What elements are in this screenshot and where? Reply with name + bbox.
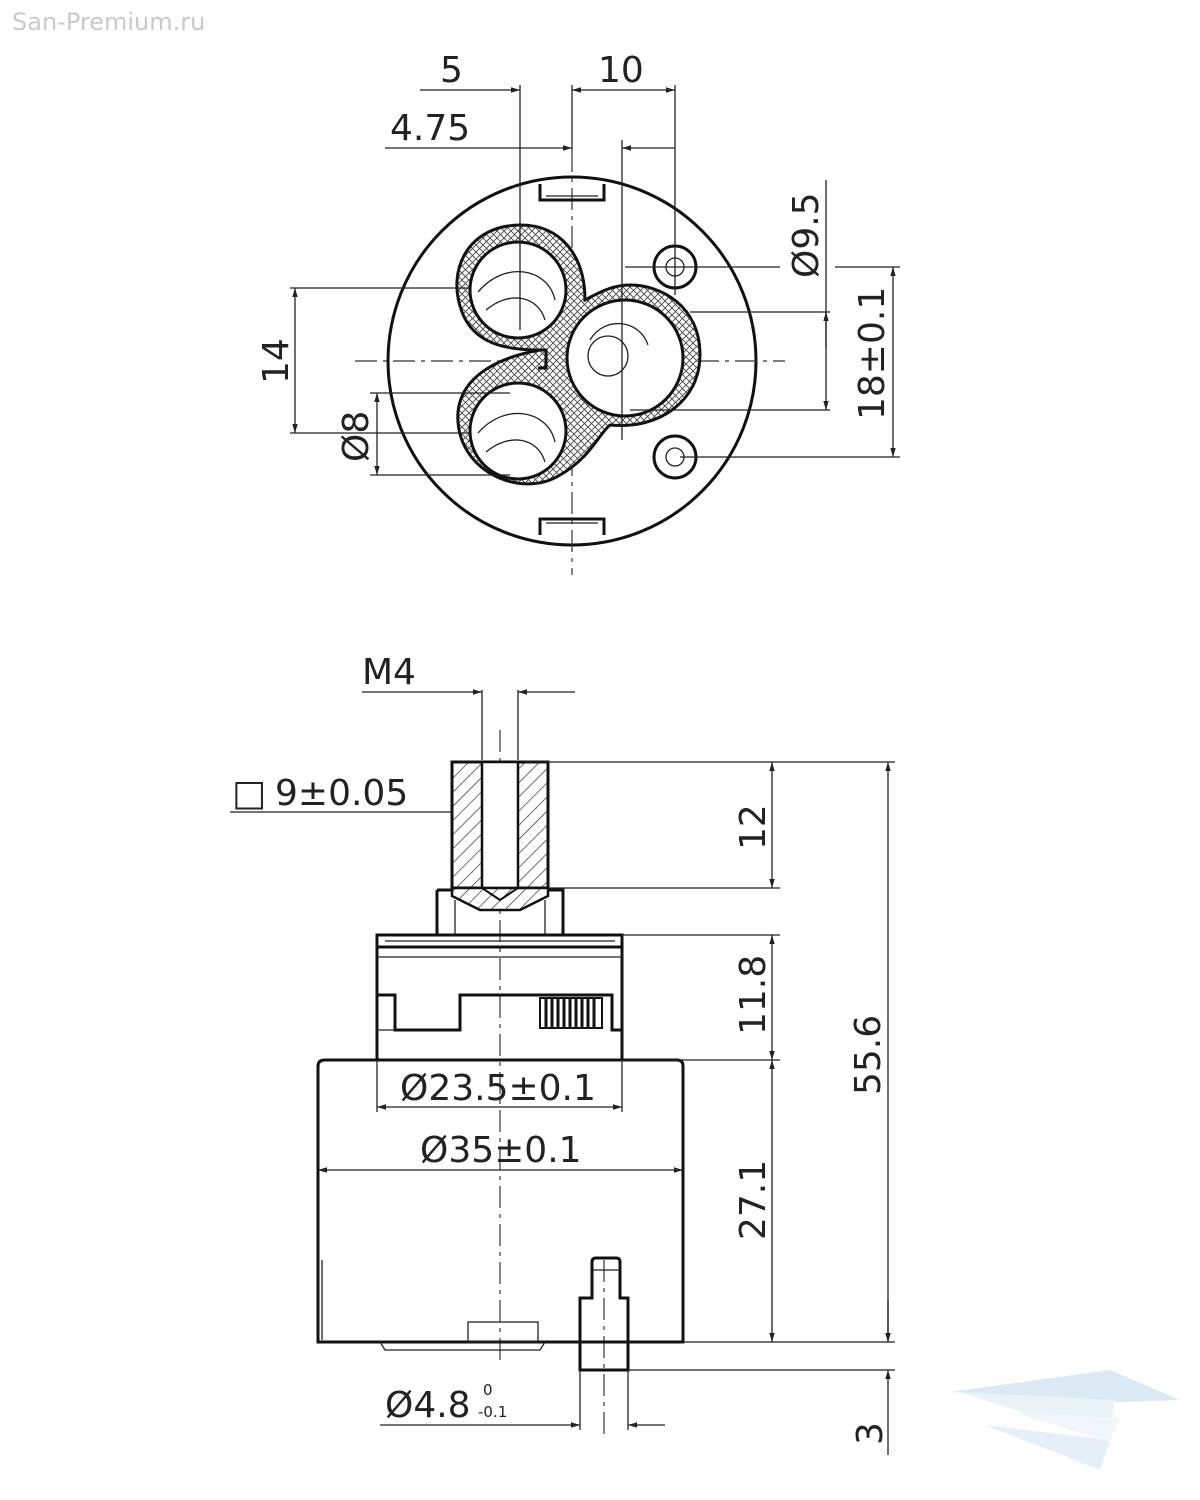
dim-55-6-label: 55.6	[848, 1015, 889, 1095]
dim-m4-label: M4	[362, 652, 416, 693]
dim-35-label: Ø35±0.1	[420, 1130, 582, 1171]
gear-teeth	[539, 997, 603, 1029]
dim-10-label: 10	[598, 50, 644, 91]
top-tab	[538, 184, 606, 202]
dim-3-label: 3	[850, 1422, 891, 1445]
gasket-notch	[538, 348, 548, 370]
dim-18-label: 18±0.1	[852, 287, 893, 420]
dim-12-label: 12	[733, 804, 774, 850]
logo-watermark	[950, 1370, 1180, 1470]
top-view: 5 10 4.75 Ø9.5 18±0.1 14 Ø8	[256, 50, 900, 575]
dim-4-8-label: Ø4.8	[385, 1385, 471, 1426]
locating-pin	[578, 1256, 630, 1372]
side-view: M4 □ 9±0.05	[230, 652, 895, 1455]
dim-11-8-label: 11.8	[733, 955, 774, 1035]
dim-14-label: 14	[256, 338, 297, 384]
dim-4-8-tol-upper: 0	[483, 1381, 493, 1399]
dim-9-5-label: Ø9.5	[786, 192, 827, 278]
bottom-tab	[538, 517, 606, 535]
dim-4-8-tol-lower: -0.1	[478, 1403, 507, 1421]
dim-4-75-label: 4.75	[390, 108, 470, 149]
port-hole-outlet	[565, 298, 685, 418]
watermark-text: San-Premium.ru	[12, 8, 206, 36]
bottom-ring	[467, 1321, 539, 1343]
dim-27-1-label: 27.1	[733, 1160, 774, 1240]
dim-5-label: 5	[440, 50, 463, 91]
dim-square-label: 9±0.05	[275, 773, 408, 814]
stem-section	[450, 760, 550, 912]
port-hole-lower	[468, 381, 568, 481]
dim-square-symbol: □	[232, 773, 266, 814]
dim-23-5-label: Ø23.5±0.1	[400, 1068, 596, 1109]
dim-8-label: Ø8	[336, 411, 377, 462]
